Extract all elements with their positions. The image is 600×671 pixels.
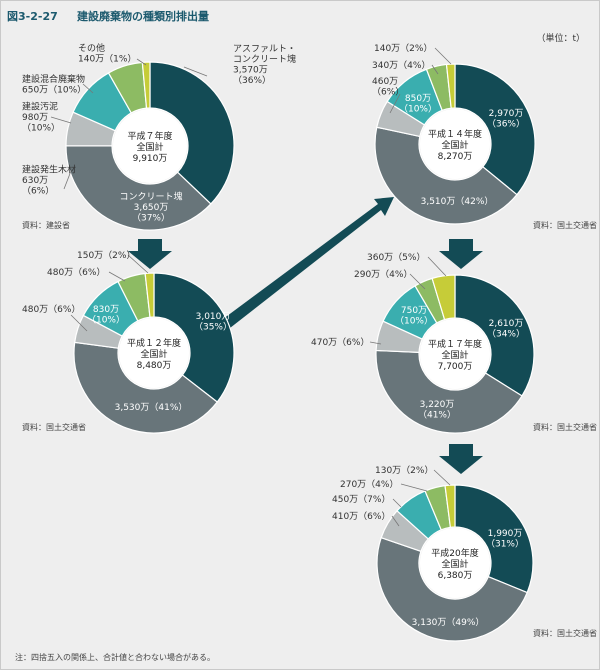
donut-2-label-1: 3,010万（35%） xyxy=(194,311,232,332)
donut-1-source: 資料：建設省 xyxy=(22,220,70,230)
donut-5-leader-5 xyxy=(400,483,428,492)
donut-2-slice-1 xyxy=(153,272,235,403)
donut-2-leader-6 xyxy=(127,254,149,274)
donut-5-slice-1 xyxy=(454,484,534,594)
figure-title: 建設廃棄物の種類別排出量 xyxy=(77,10,209,23)
donut-3-leader-5 xyxy=(431,64,439,75)
donut-5-label-3: 410万（6%） xyxy=(332,511,390,522)
diagonal-arrow xyxy=(223,197,394,328)
donut-3-label-2: 3,510万（42%） xyxy=(421,196,494,207)
donut-5-hole xyxy=(420,528,490,598)
donut-5-leader-6 xyxy=(433,469,451,486)
donut-2-hole xyxy=(119,318,189,388)
donut-2-label-3: 480万（6%） xyxy=(22,304,80,315)
donut-5-slice-2 xyxy=(376,536,528,642)
donut-2-label-4: 830万（10%） xyxy=(87,304,125,325)
donut-4-label-2: 3,220万（41%） xyxy=(418,399,456,420)
donut-5-label-5: 270万（4%） xyxy=(340,479,398,490)
figure-header: 図3-2-27 建設廃棄物の種類別排出量 xyxy=(1,1,600,28)
donut-1-hole xyxy=(113,109,187,183)
donut-1-leader-1 xyxy=(183,66,208,77)
down-arrow-1 xyxy=(128,239,172,269)
donut-4-slice-6 xyxy=(431,274,456,321)
donut-2-leader-5 xyxy=(108,271,126,282)
donut-5-source: 資料：国土交通省 xyxy=(533,628,597,638)
donut-4-slice-1 xyxy=(454,274,535,397)
donut-3-label-3: 460万（6%） xyxy=(372,76,404,97)
donut-4-hole xyxy=(420,319,490,389)
donut-3-source: 資料：国土交通省 xyxy=(533,220,597,230)
down-arrow-4 xyxy=(439,444,483,474)
donut-1-slice-1 xyxy=(149,61,235,205)
donut-3-label-4: 850万（10%） xyxy=(399,93,437,114)
donut-5-label-2: 3,130万（49%） xyxy=(412,617,485,628)
donut-3-label-5: 340万（4%） xyxy=(372,60,430,71)
donut-2-label-6: 150万（2%） xyxy=(77,250,135,261)
donut-4-leader-5 xyxy=(409,273,426,290)
donut-2-source: 資料：国土交通省 xyxy=(22,422,86,432)
donut-5-label-1: 1,990万（31%） xyxy=(486,528,524,549)
donut-1-leader-6 xyxy=(136,58,147,66)
donut-5-slice-6 xyxy=(444,484,456,528)
donut-2-slice-2 xyxy=(73,341,219,434)
donut-1-leader-3 xyxy=(63,170,72,190)
donut-4-label-6: 360万（5%） xyxy=(367,252,425,263)
donut-3-hole xyxy=(420,109,490,179)
donut-2-label-2: 3,530万（41%） xyxy=(115,402,188,413)
donut-2-label-5: 480万（6%） xyxy=(47,267,105,278)
donut-5-label-6: 130万（2%） xyxy=(375,465,433,476)
donut-3-leader-6 xyxy=(434,47,452,65)
donut-4-label-5: 290万（4%） xyxy=(354,269,412,280)
donut-3-slice-1 xyxy=(454,63,536,196)
donut-5-label-4: 450万（7%） xyxy=(332,494,390,505)
donut-4-label-1: 2,610万（34%） xyxy=(487,318,525,339)
donut-3-slice-2 xyxy=(374,126,518,225)
donut-5-leader-3 xyxy=(391,515,400,527)
donut-1-slice-6 xyxy=(141,61,151,109)
donut-3-leader-3 xyxy=(389,93,401,114)
donut-2-leader-3 xyxy=(70,314,88,332)
donut-3-label-6: 140万（2%） xyxy=(374,43,432,54)
donut-4-label-3: 470万（6%） xyxy=(311,337,369,348)
donut-4-slice-2 xyxy=(375,349,523,434)
donut-4-leader-6 xyxy=(427,256,447,277)
figure-id: 図3-2-27 xyxy=(7,10,58,23)
donut-1-leader-5 xyxy=(82,83,94,94)
donut-3-label-1: 2,970万（36%） xyxy=(487,108,525,129)
donut-4-label-4: 750万（10%） xyxy=(395,305,433,326)
footnote: 注：四捨五入の関係上、合計値と合わない場合がある。 xyxy=(15,653,215,662)
donut-4-leader-3 xyxy=(369,341,382,345)
down-arrow-3 xyxy=(439,239,483,269)
donut-2-slice-6 xyxy=(144,272,155,318)
unit-label: （単位：t） xyxy=(536,34,585,44)
donut-3-slice-6 xyxy=(445,63,456,109)
donut-4-source: 資料：国土交通省 xyxy=(533,422,597,432)
donut-1-slice-2 xyxy=(65,145,212,231)
donut-1-leader-4 xyxy=(50,116,72,124)
donut-5-leader-4 xyxy=(392,498,402,508)
